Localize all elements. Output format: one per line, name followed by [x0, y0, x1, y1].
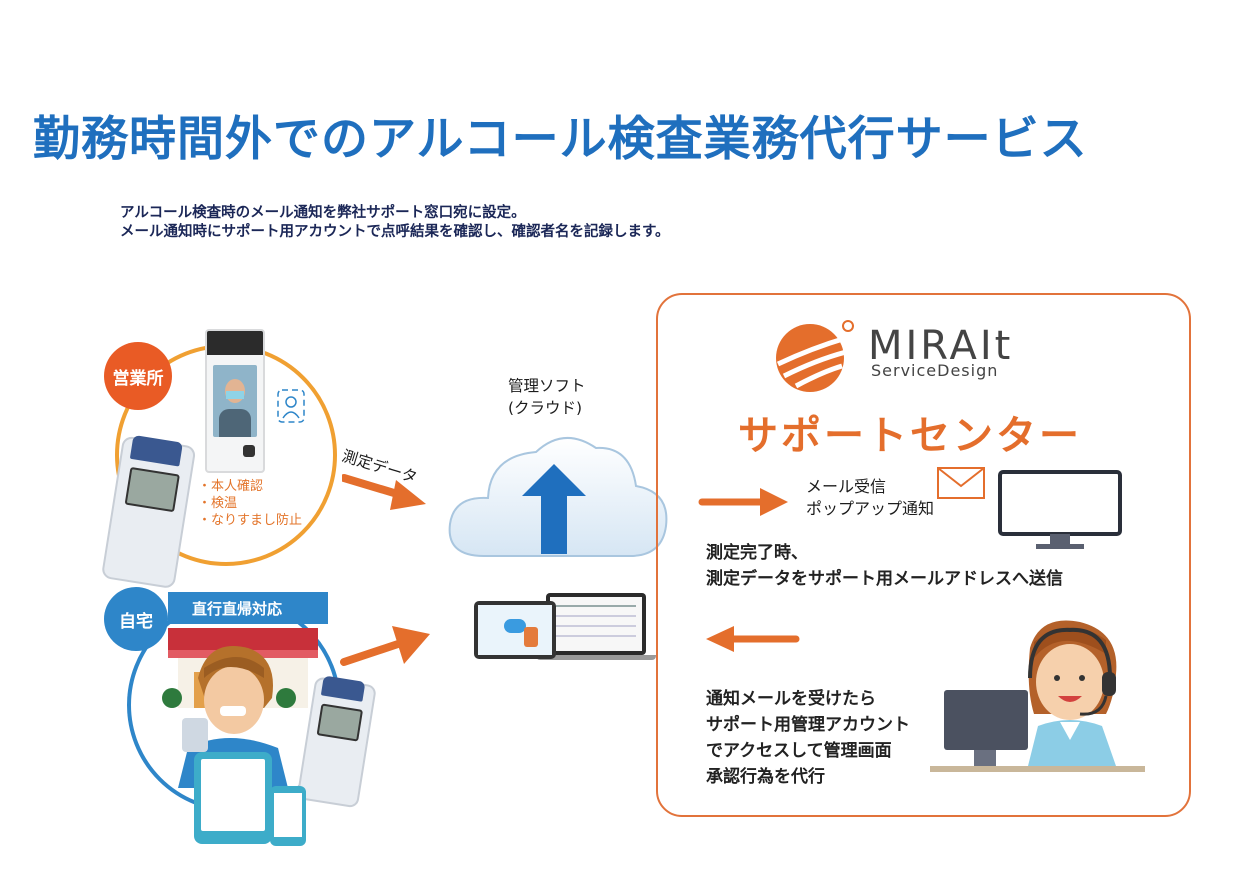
- description-line-1: アルコール検査時のメール通知を弊社サポート窓口宛に設定。: [120, 205, 526, 221]
- management-screen-tablet: [474, 601, 556, 659]
- smartphone-icon: [270, 786, 306, 846]
- feature-identity: ・本人確認: [198, 479, 264, 494]
- brand-name: MIRAIt: [868, 323, 1014, 369]
- outgoing-arrow-icon: [702, 624, 800, 658]
- fingerprint-icon: [276, 388, 306, 428]
- operator-illustration: [930, 618, 1145, 782]
- incoming-arrow-icon: [698, 486, 790, 522]
- office-badge: 営業所: [104, 342, 172, 410]
- support-center-panel: [656, 293, 1191, 817]
- description-line-2: メール通知時にサポート用アカウントで点呼結果を確認し、確認者名を記録します。: [120, 224, 670, 240]
- action-line-3: でアクセスして管理画面: [706, 741, 892, 761]
- page-title: 勤務時間外でのアルコール検査業務代行サービス: [33, 112, 1088, 167]
- tablet-icon: [194, 752, 272, 844]
- action-description: 通知メールを受けたら サポート用管理アカウント でアクセスして管理画面 承認行為…: [706, 686, 910, 790]
- brand-subtitle: ServiceDesign: [871, 361, 999, 380]
- miraito-logo-icon: [772, 318, 858, 398]
- send-line-1: 測定完了時、: [706, 543, 808, 563]
- face-recognition-terminal: [205, 329, 265, 473]
- mail-notification-text: メール受信 ポップアップ通知: [806, 476, 934, 520]
- support-center-title: サポートセンター: [738, 413, 1082, 459]
- action-line-2: サポート用管理アカウント: [706, 715, 910, 735]
- mail-received-label: メール受信: [806, 477, 887, 496]
- send-description: 測定完了時、 測定データをサポート用メールアドレスへ送信: [706, 540, 1063, 592]
- feature-temperature: ・検温: [198, 496, 238, 511]
- action-line-1: 通知メールを受けたら: [706, 689, 876, 709]
- cloud-label-sub: (クラウド): [508, 399, 583, 417]
- cloud-label: 管理ソフト: [508, 377, 586, 395]
- send-line-2: 測定データをサポート用メールアドレスへ送信: [706, 569, 1063, 589]
- feature-spoofing: ・なりすまし防止: [198, 513, 303, 528]
- home-badge: 自宅: [104, 587, 168, 651]
- envelope-icon: [936, 466, 986, 504]
- home-arrow-icon: [340, 620, 440, 684]
- direct-commute-banner: 直行直帰対応: [168, 592, 328, 624]
- laptop-base: [536, 655, 656, 660]
- management-screen-laptop: [546, 593, 646, 655]
- office-features: ・本人確認 ・検温 ・なりすまし防止: [198, 478, 302, 529]
- monitor-icon: [998, 470, 1122, 556]
- popup-notification-label: ポップアップ通知: [806, 499, 935, 518]
- action-line-4: 承認行為を代行: [706, 767, 825, 787]
- cloud-icon: [444, 426, 674, 570]
- data-arrow-icon: [340, 460, 442, 524]
